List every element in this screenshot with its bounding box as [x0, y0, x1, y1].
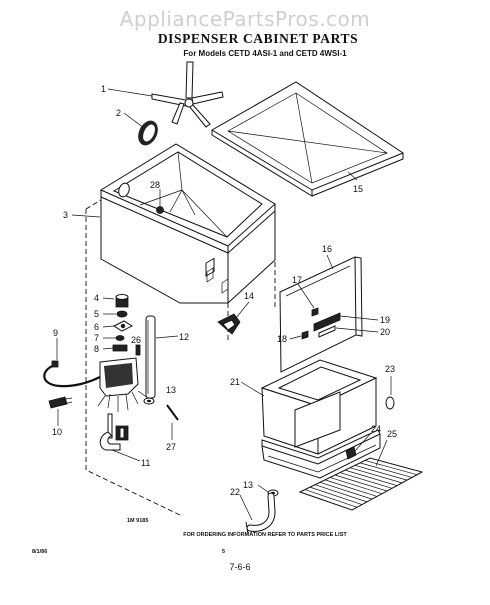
callout-19: 19: [380, 315, 390, 325]
grille-bar: [319, 481, 373, 500]
part-13-washer-upper: [143, 397, 155, 405]
callout-labels: 1 2 3 4 5 6 7 8 9 10 11 12 13 13 14 15 1…: [52, 84, 397, 497]
callout-11: 11: [141, 458, 150, 468]
callout-17: 17: [292, 275, 302, 285]
page-number: 7-6-6: [229, 562, 250, 572]
grille-bar: [314, 484, 368, 503]
callout-16: 16: [322, 244, 332, 254]
part-22-drain-hose: [245, 492, 276, 535]
callout-3: 3: [63, 210, 68, 220]
part-1-bracket: [151, 61, 224, 128]
callout-23: 23: [385, 364, 395, 374]
part-14-clip: [217, 313, 241, 335]
part-3-cabinet-liner: [99, 143, 276, 305]
callout-6: 6: [94, 322, 99, 332]
part-21-drip-frame: [260, 359, 381, 479]
callout-5: 5: [94, 309, 99, 319]
callout-27: 27: [166, 442, 176, 452]
callout-7: 7: [94, 333, 99, 343]
callout-4: 4: [94, 293, 99, 303]
leader-lines: [56, 88, 392, 521]
callout-12: 12: [179, 332, 189, 342]
callout-14: 14: [244, 291, 254, 301]
part-11-valve: [99, 413, 129, 451]
grille-bar: [309, 486, 363, 505]
grille-bar: [329, 477, 383, 495]
valve-stack-4-8: [112, 294, 141, 356]
callout-24: 24: [371, 424, 381, 434]
grille-bar: [304, 489, 358, 508]
callout-10: 10: [52, 427, 62, 437]
callout-15: 15: [353, 184, 363, 194]
watermark: AppliancePartsPros.com: [120, 7, 371, 31]
part-10-plug: [48, 396, 73, 409]
grille-bar: [354, 464, 408, 481]
callout-9: 9: [53, 328, 58, 338]
grille-bar: [359, 462, 413, 478]
footer-small-mark: 5: [222, 549, 225, 555]
grille-bar: [339, 472, 393, 489]
callout-25: 25: [387, 429, 397, 439]
callout-26: 26: [131, 335, 141, 345]
part-15-lid: [211, 81, 405, 197]
grille-bar: [324, 479, 378, 497]
callout-13-upper: 13: [166, 385, 176, 395]
part-23-gasket: [385, 396, 395, 410]
callout-28: 28: [150, 180, 160, 190]
callout-13-lower: 13: [243, 480, 253, 490]
part-9-harness: [43, 360, 101, 388]
callout-22: 22: [230, 487, 240, 497]
part-27-pin: [166, 404, 179, 421]
corner-code: 8/1/86: [32, 549, 47, 555]
part-24-fitting: [345, 446, 357, 460]
ordering-note: FOR ORDERING INFORMATION REFER TO PARTS …: [183, 532, 347, 538]
grille-bar: [364, 460, 418, 476]
diagram-subtitle: For Models CETD 4ASI-1 and CETD 4WSI-1: [183, 49, 347, 58]
pump-motor: [97, 357, 139, 412]
callout-20: 20: [380, 327, 390, 337]
part-25-grille: [298, 457, 424, 511]
part-12-tube: [145, 315, 156, 399]
diagram-title: DISPENSER CABINET PARTS: [158, 31, 358, 46]
callout-2: 2: [116, 108, 121, 118]
part-2-ring: [138, 120, 158, 146]
callout-8: 8: [94, 344, 99, 354]
door-hardware-17-20: [301, 307, 341, 340]
drawing-code: 1M 9185: [127, 518, 148, 524]
callout-18: 18: [277, 334, 287, 344]
callout-21: 21: [230, 377, 240, 387]
grille-bar: [349, 467, 403, 484]
grille-bar: [334, 474, 388, 492]
callout-1: 1: [101, 84, 106, 94]
grille-bar: [344, 469, 398, 486]
